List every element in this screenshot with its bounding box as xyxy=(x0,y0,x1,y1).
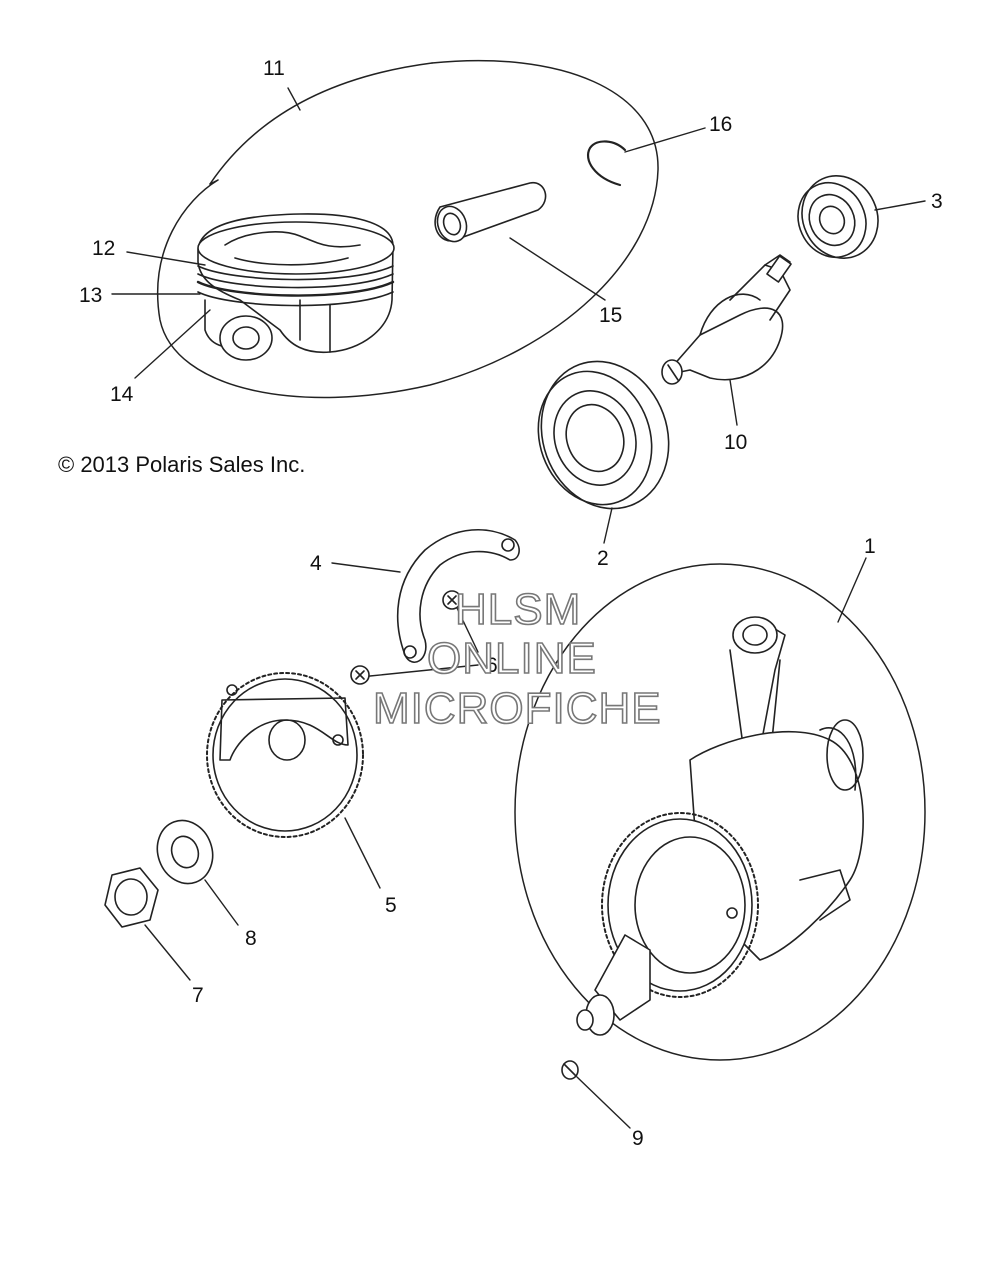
leader-line-7 xyxy=(144,924,191,981)
leader-line-6a xyxy=(456,607,479,653)
leader-line-15 xyxy=(509,237,606,301)
leader-line-11 xyxy=(287,87,301,111)
balance-shaft xyxy=(661,254,792,385)
callout-9: 9 xyxy=(632,1127,644,1150)
callout-15: 15 xyxy=(599,304,623,327)
callout-12: 12 xyxy=(92,237,116,260)
watermark-line-1: HLSM xyxy=(454,584,582,635)
retainer-plate xyxy=(396,528,520,663)
large-bearing xyxy=(537,360,670,510)
piston-kit-group-outline-top xyxy=(209,62,433,185)
callout-1: 1 xyxy=(864,535,876,558)
watermark-line-2: ONLINE xyxy=(426,633,597,684)
piston-pin xyxy=(434,182,547,243)
callout-8: 8 xyxy=(245,927,257,950)
leader-line-16 xyxy=(624,127,706,153)
callout-10: 10 xyxy=(724,431,748,454)
leader-line-4 xyxy=(331,562,401,573)
callout-5: 5 xyxy=(385,894,397,917)
callout-3: 3 xyxy=(931,190,943,213)
leader-line-9 xyxy=(576,1076,631,1129)
crankshaft-group-outline xyxy=(514,563,926,1061)
leader-lines xyxy=(111,87,926,1129)
leader-line-12 xyxy=(126,251,206,266)
hex-nut xyxy=(104,867,159,928)
washer xyxy=(156,819,214,885)
leader-line-14 xyxy=(134,309,211,379)
screw xyxy=(350,665,370,685)
drive-gear xyxy=(206,672,364,838)
leader-line-1 xyxy=(837,557,867,623)
leader-line-10 xyxy=(729,379,738,426)
leader-line-3 xyxy=(874,200,926,211)
copyright-notice: © 2013 Polaris Sales Inc. xyxy=(58,452,306,477)
leader-line-8 xyxy=(204,879,239,926)
callout-11: 11 xyxy=(263,57,285,80)
leader-line-5 xyxy=(344,817,381,889)
callout-13: 13 xyxy=(79,284,103,307)
circlip xyxy=(587,140,627,187)
callout-7: 7 xyxy=(192,984,204,1007)
piston xyxy=(196,213,395,361)
screw xyxy=(442,590,462,610)
watermark-line-3: MICROFICHE xyxy=(372,683,662,734)
leader-line-2 xyxy=(603,507,613,544)
small-bearing xyxy=(797,175,879,259)
callout-16: 16 xyxy=(709,113,733,136)
leader-line-6b xyxy=(369,664,479,677)
crankshaft xyxy=(576,616,864,1036)
woodruff-key xyxy=(561,1060,579,1080)
callout-4: 4 xyxy=(310,552,322,575)
callout-6: 6 xyxy=(486,654,498,677)
callout-14: 14 xyxy=(110,383,134,406)
callout-2: 2 xyxy=(597,547,609,570)
